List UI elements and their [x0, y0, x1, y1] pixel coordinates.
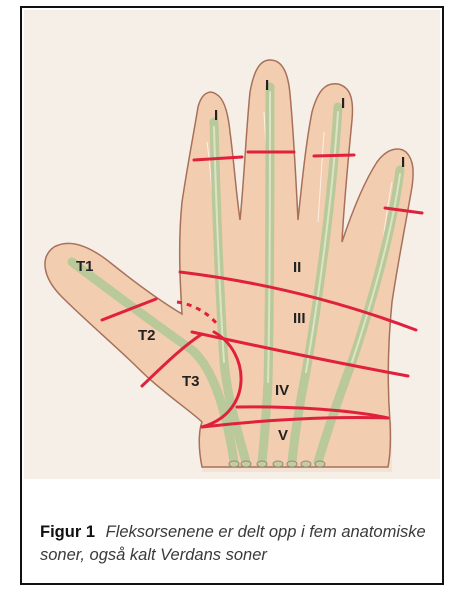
caption-label: Figur 1: [40, 523, 95, 541]
hand-illustration: I I I I II III IV V T1 T2 T3: [22, 8, 446, 587]
label-zone-1-index: I: [214, 107, 218, 124]
finger-line-ring: [314, 155, 354, 156]
label-zone-2: II: [293, 259, 301, 276]
figure-frame: I I I I II III IV V T1 T2 T3 Figur 1 Fle…: [20, 6, 444, 585]
label-zone-1-ring: I: [341, 95, 345, 112]
label-zone-5: V: [278, 427, 288, 444]
label-thumb-1: T1: [76, 258, 94, 275]
figure-caption: Figur 1 Fleksorsenene er delt opp i fem …: [40, 521, 440, 567]
label-zone-4: IV: [275, 382, 289, 399]
label-zone-3: III: [293, 310, 306, 327]
label-thumb-2: T2: [138, 327, 156, 344]
label-zone-1-middle: I: [265, 77, 269, 94]
label-thumb-3: T3: [182, 373, 200, 390]
caption-text: Fleksorsenene er delt opp i fem anatomis…: [40, 523, 426, 564]
label-zone-1-little: I: [401, 154, 405, 171]
